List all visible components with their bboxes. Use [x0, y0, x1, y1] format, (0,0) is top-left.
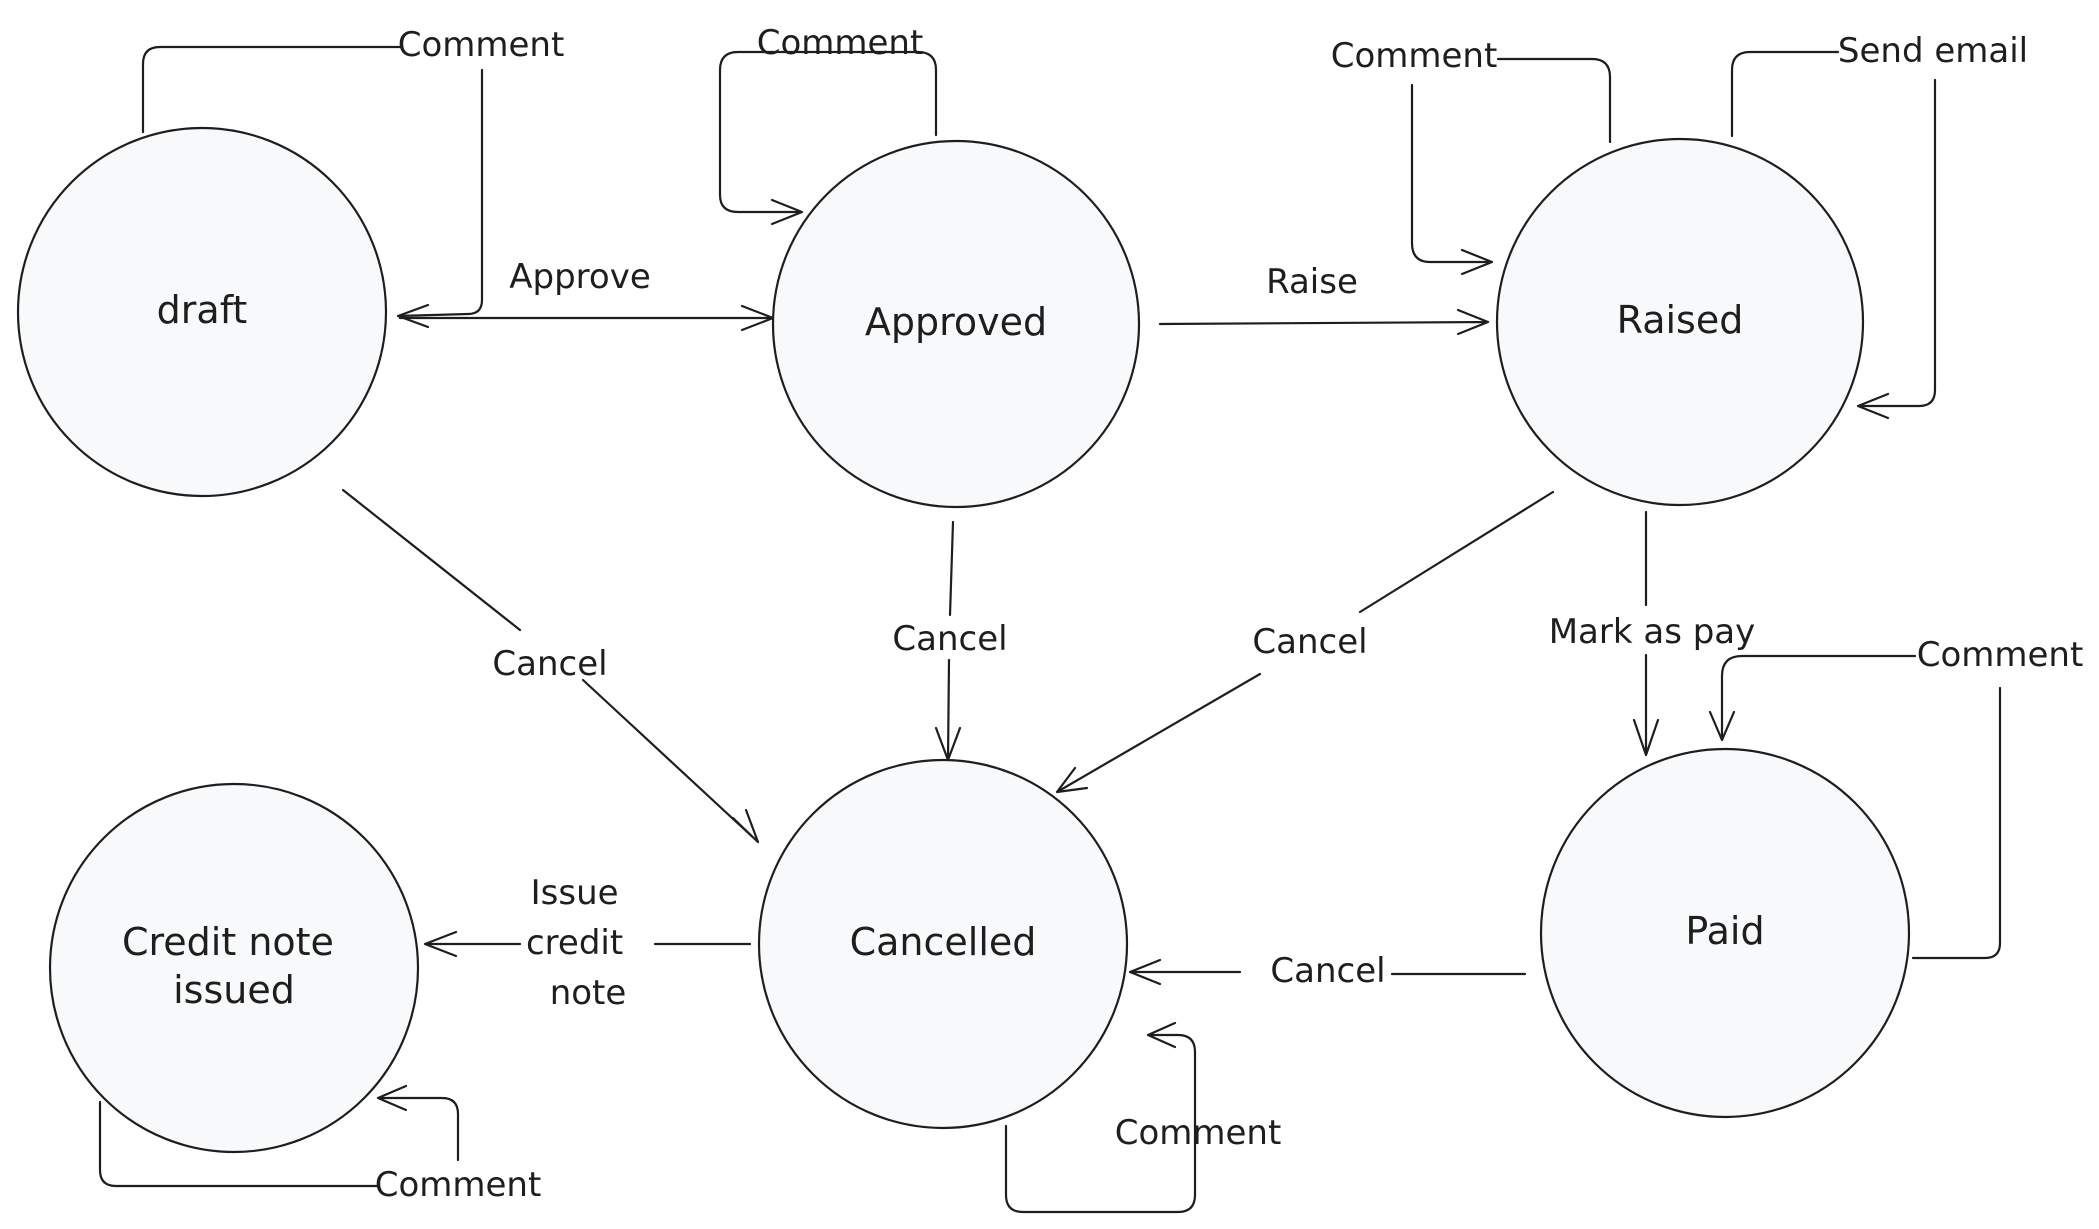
label-draft-approve: Approve — [509, 257, 651, 297]
label-draft-cancel: Cancel — [492, 644, 607, 684]
label-approved-comment: Comment — [757, 23, 924, 63]
state-cancelled: Cancelled — [757, 758, 1129, 1130]
edge-approved-raise — [1158, 308, 1490, 336]
label-raised-send-email: Send email — [1838, 31, 2028, 71]
edge-cancelled-comment — [1004, 1021, 1197, 1214]
state-draft: draft — [16, 126, 388, 498]
edge-credit-comment — [98, 1084, 460, 1188]
edge-raised-send-email — [1730, 50, 1937, 420]
state-circle — [16, 126, 388, 498]
label-paid-cancel: Cancel — [1270, 951, 1385, 991]
label-draft-comment: Comment — [398, 25, 565, 65]
state-label: Raised — [1617, 298, 1744, 342]
state-circle — [1539, 747, 1911, 1119]
state-label: draft — [157, 288, 248, 332]
label-cancelled-comment: Comment — [1115, 1113, 1282, 1153]
label-approved-cancel: Cancel — [892, 619, 1007, 659]
state-label: Paid — [1685, 909, 1764, 953]
edge-draft-approve — [398, 304, 775, 332]
label-raised-comment: Comment — [1331, 36, 1498, 76]
edge-raised-comment — [1410, 57, 1612, 276]
label-credit-comment: Comment — [375, 1165, 542, 1205]
state-paid: Paid — [1539, 747, 1911, 1119]
transition-labels: Comment Approve Cancel Comment Raise Can… — [375, 23, 2084, 1205]
edge-paid-cancel — [1128, 958, 1527, 986]
edge-draft-cancel — [341, 488, 760, 844]
label-paid-comment: Comment — [1917, 635, 2084, 675]
label-raised-cancel: Cancel — [1252, 622, 1367, 662]
edge-raised-cancel — [1055, 490, 1555, 794]
state-circle — [1495, 137, 1865, 507]
label-raised-mark-paid: Mark as pay — [1549, 612, 1756, 652]
label-approved-raise: Raise — [1266, 262, 1358, 302]
edge-cancelled-issue-credit — [423, 930, 752, 958]
edge-draft-comment — [141, 45, 484, 318]
state-circle — [48, 782, 420, 1154]
state-approved: Approved — [771, 139, 1141, 509]
state-label: Cancelled — [850, 920, 1037, 964]
edge-approved-comment — [718, 50, 938, 226]
state-circle — [771, 139, 1141, 509]
state-label: Approved — [865, 300, 1047, 344]
state-raised: Raised — [1495, 137, 1865, 507]
label-cancelled-issue-credit: Issue credit note — [526, 873, 634, 1013]
edge-raised-mark-paid — [1632, 510, 1660, 757]
state-label: Credit note issued — [122, 920, 346, 1012]
arrowhead-draft-comment — [396, 303, 430, 329]
edge-paid-comment — [1708, 654, 2002, 960]
transition-edges — [98, 45, 2002, 1214]
state-circle — [757, 758, 1129, 1130]
state-credit-note-issued: Credit note issued — [48, 782, 420, 1154]
